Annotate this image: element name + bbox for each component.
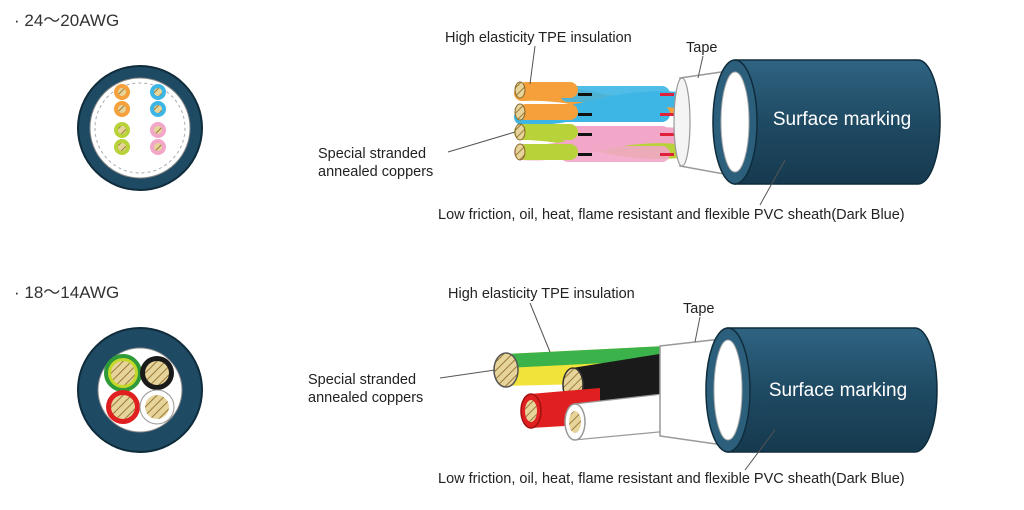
core-red [106, 390, 140, 424]
insulation-leader [529, 302, 551, 353]
pair-orange-blue [114, 84, 166, 117]
tape-leader [697, 55, 704, 79]
section-heading: · 18～14AWG [14, 283, 119, 302]
section-24-20awg: · 24～20AWG [14, 11, 941, 223]
conductor-label-line1: Special stranded [318, 146, 426, 162]
conductor-label-line2: annealed coppers [318, 164, 433, 180]
conductor-leader [439, 369, 496, 379]
section-heading: · 24～20AWG [14, 11, 119, 30]
core-black [140, 356, 174, 390]
sheath-leader [744, 429, 776, 471]
cross-section-24-20awg [77, 65, 203, 191]
insulation-label: High elasticity TPE insulation [445, 30, 632, 46]
tape-leader [694, 316, 701, 343]
conductor-label-line1: Special stranded [308, 372, 416, 388]
tape-label: Tape [683, 301, 714, 317]
sheath-label: Low friction, oil, heat, flame resistant… [438, 207, 905, 223]
sheath-leader [759, 159, 786, 206]
surface-marking-label: Surface marking [773, 109, 911, 130]
core-white [139, 389, 175, 425]
sheath-label: Low friction, oil, heat, flame resistant… [438, 471, 905, 487]
tape-label: Tape [686, 40, 717, 56]
section-18-14awg: · 18～14AWG [14, 283, 938, 487]
core-green-yellow [104, 354, 142, 392]
cable-side-view-18-14awg: Surface marking [493, 327, 938, 453]
conductor-leader [447, 131, 516, 153]
pair-green-pink [114, 122, 166, 155]
wire-bundle [514, 81, 688, 162]
cross-section-18-14awg [77, 327, 203, 453]
insulation-label: High elasticity TPE insulation [448, 286, 635, 302]
conductor-label-line2: annealed coppers [308, 390, 423, 406]
pvc-sheath [727, 327, 938, 453]
surface-marking-label: Surface marking [769, 380, 907, 401]
insulation-leader [529, 45, 536, 85]
cable-side-view-24-20awg: Surface marking [514, 59, 941, 185]
pvc-sheath [734, 59, 941, 185]
